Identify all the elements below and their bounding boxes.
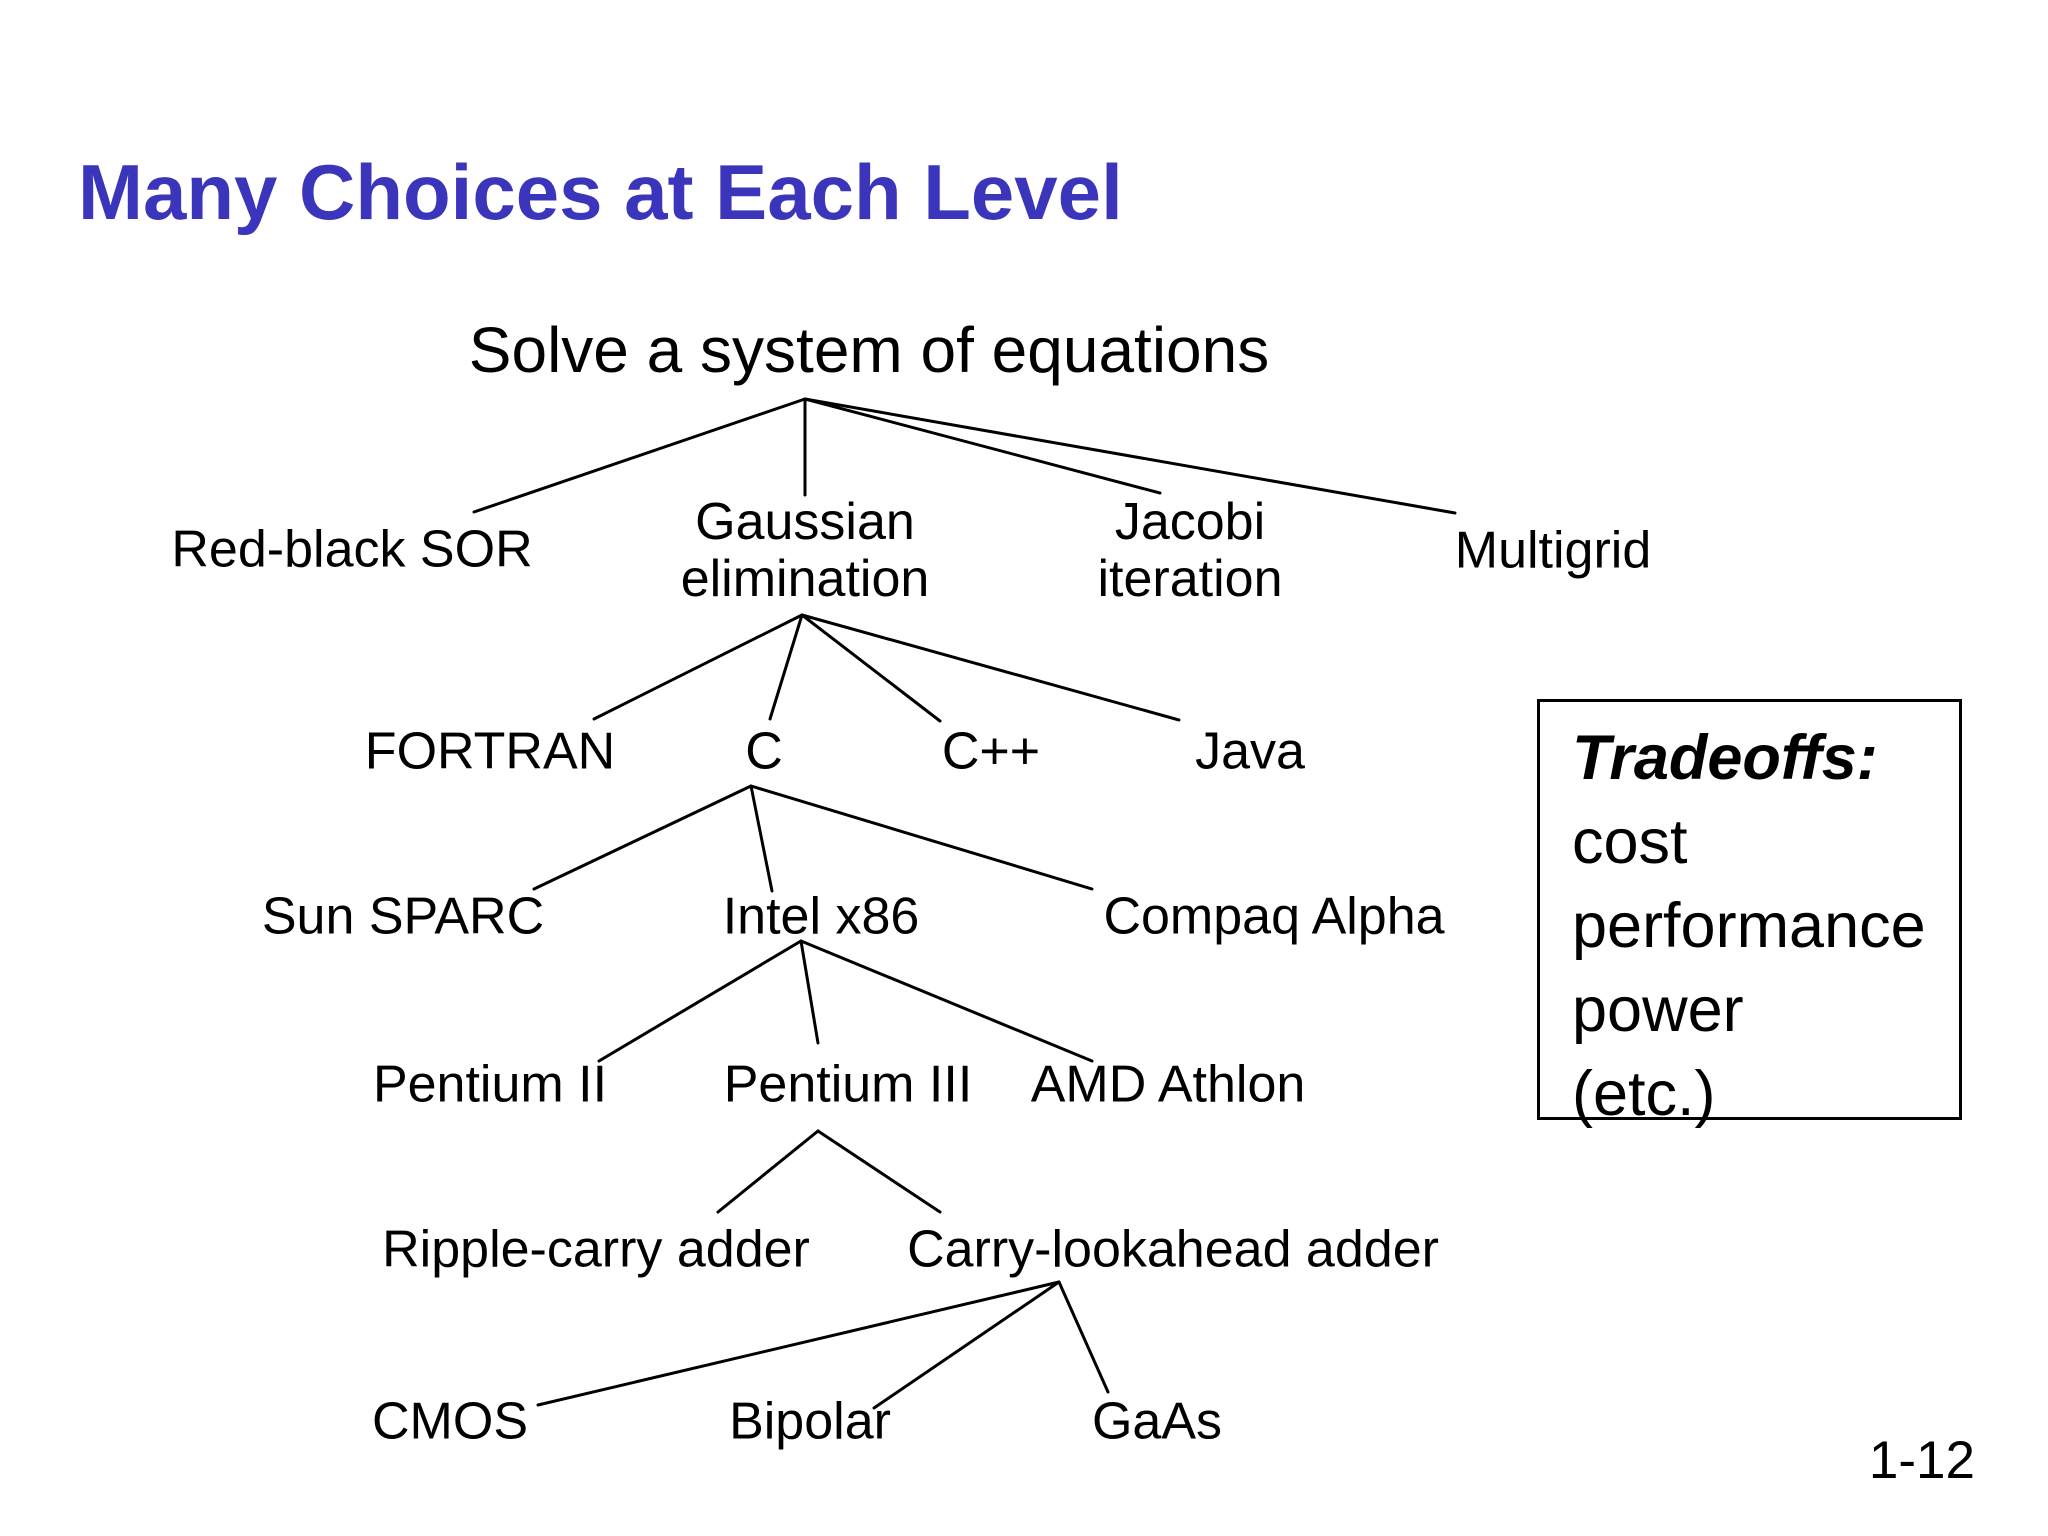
edge-root-red-black-sor [472, 397, 807, 514]
edge-carry-lookahead-cmos [536, 1280, 1061, 1407]
node-red-black-sor: Red-black SOR [171, 520, 533, 579]
node-compaq-alpha: Compaq Alpha [1103, 887, 1445, 946]
tradeoffs-item-etc: (etc.) [1572, 1059, 1716, 1129]
tradeoffs-box: Tradeoffs: cost performance power (etc.) [1537, 699, 1962, 1129]
edge-gaussian-c [768, 613, 804, 721]
node-pentium-ii: Pentium II [372, 1055, 608, 1114]
edge-c-compaq-alpha [749, 784, 1094, 891]
tradeoffs-item-cost: cost [1572, 807, 1688, 877]
node-java: Java [1195, 722, 1305, 781]
node-jacobi-iteration-line2: iteration [1097, 550, 1283, 608]
tree-root-label: Solve a system of equations [468, 314, 1270, 386]
node-gaas: GaAs [1091, 1392, 1223, 1451]
node-pentium-iii: Pentium III [723, 1055, 973, 1114]
node-amd-athlon: AMD Athlon [1030, 1055, 1306, 1114]
edge-pentium-iii-carry-lookahead [816, 1129, 942, 1214]
tradeoffs-heading: Tradeoffs: [1572, 723, 1878, 793]
node-fortran: FORTRAN [364, 722, 616, 781]
edge-gaussian-java [800, 613, 1181, 722]
tradeoffs-item-performance: performance [1572, 891, 1926, 961]
edge-intel-amd-athlon [799, 939, 1094, 1063]
node-jacobi-iteration: Jacobi iteration [1098, 494, 1283, 608]
edge-carry-lookahead-bipolar [872, 1280, 1061, 1410]
edge-gaussian-cpp [800, 613, 942, 723]
edge-c-sun-sparc [532, 784, 753, 891]
node-intel-x86: Intel x86 [722, 887, 920, 946]
edge-pentium-iii-ripple-carry [716, 1129, 820, 1214]
node-carry-lookahead-adder: Carry-lookahead adder [907, 1220, 1439, 1279]
edge-root-jacobi-iteration [803, 397, 1162, 495]
node-cpp: C++ [941, 722, 1041, 781]
node-ripple-carry-adder: Ripple-carry adder [382, 1220, 810, 1279]
edge-root-multigrid [803, 397, 1457, 515]
node-gaussian-elimination-line1: Gaussian [695, 493, 915, 551]
node-jacobi-iteration-line1: Jacobi [1114, 493, 1266, 551]
node-c: C [745, 722, 783, 781]
edge-intel-pentium-ii [597, 939, 803, 1063]
node-cmos: CMOS [372, 1392, 528, 1451]
edge-carry-lookahead-gaas [1057, 1280, 1110, 1394]
edge-intel-pentium-iii [799, 939, 820, 1045]
node-gaussian-elimination-line2: elimination [680, 550, 930, 608]
tradeoffs-item-power: power [1572, 975, 1744, 1045]
edge-c-intel-x86 [749, 784, 774, 893]
node-multigrid: Multigrid [1454, 521, 1652, 580]
page-number: 1-12 [1868, 1431, 1975, 1490]
slide-title: Many Choices at Each Level [78, 148, 1123, 236]
node-sun-sparc: Sun SPARC [261, 887, 545, 946]
node-gaussian-elimination: Gaussian elimination [681, 494, 930, 608]
edge-gaussian-fortran [592, 613, 804, 721]
node-bipolar: Bipolar [729, 1392, 891, 1451]
